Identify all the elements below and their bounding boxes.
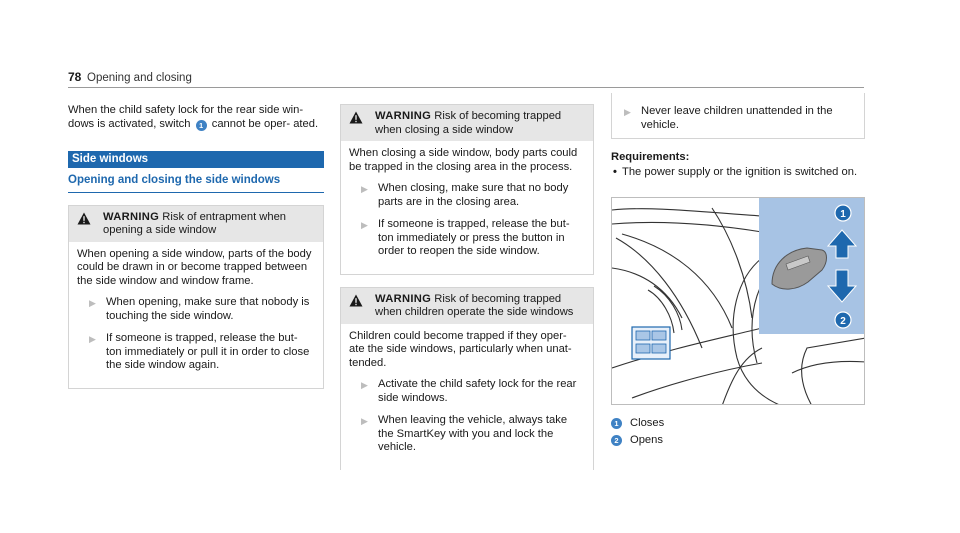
legend-item: 2 Opens (611, 434, 865, 448)
page-header: 78 Opening and closing (68, 68, 864, 88)
warning-title-text: Risk of becoming trapped when closing a … (375, 110, 562, 136)
warning-description: When closing a side window, body parts c… (349, 147, 578, 173)
warning-box-continued: ▶ Never leave children unattended in the… (611, 93, 865, 139)
warning-triangle-icon (349, 111, 363, 124)
bullet-text: Never leave children unattended in the v… (641, 105, 833, 131)
bullet-text: When closing, make sure that no body par… (378, 182, 569, 208)
legend-label: Opens (630, 433, 663, 446)
door-panel-drawing: 1 2 (612, 198, 864, 404)
play-arrow-icon: ▶ (361, 220, 368, 230)
play-arrow-icon: ▶ (89, 298, 96, 308)
figure-callout-2: 2 (840, 316, 846, 327)
play-arrow-icon: ▶ (361, 380, 368, 390)
warning-box-entrapment: WARNING Risk of entrapment when opening … (68, 204, 324, 389)
warning-description: When opening a side window, parts of the… (77, 247, 312, 287)
list-item: ▶ Activate the child safety lock for the… (361, 378, 585, 405)
figure-legend: 1 Closes 2 Opens (611, 417, 865, 450)
legend-label: Closes (630, 417, 665, 429)
play-arrow-icon: ▶ (361, 416, 368, 426)
warning-header: WARNING Risk of becoming trapped when ch… (341, 287, 593, 324)
warning-header: WARNING Risk of entrapment when opening … (69, 205, 323, 242)
list-item: ▶ If someone is trapped, release the but… (361, 218, 585, 259)
warning-label: WARNING (375, 292, 432, 305)
warning-label: WARNING (375, 110, 432, 122)
callout-1: 1 (195, 119, 207, 131)
warning-header: WARNING Risk of becoming trapped when cl… (341, 105, 593, 141)
section-title-bar: Side windows (68, 151, 324, 168)
warning-body: When closing a side window, body parts c… (341, 141, 593, 274)
column-middle: WARNING Risk of becoming trapped when cl… (340, 104, 594, 470)
bullet-dot-icon: • (613, 165, 617, 178)
warning-title: WARNING Risk of becoming trapped when ch… (375, 293, 585, 320)
legend-callout: 2 (611, 434, 622, 446)
warning-triangle-icon (349, 294, 363, 306)
requirement-item: • The power supply or the ignition is sw… (613, 166, 865, 180)
bullet-text: If someone is trapped, release the but- … (378, 218, 570, 257)
bullet-text: Activate the child safety lock for the r… (378, 378, 577, 404)
list-item: ▶ When opening, make sure that nobody is… (89, 296, 315, 323)
intro-paragraph: When the child safety lock for the rear … (68, 104, 324, 131)
warning-title: WARNING Risk of entrapment when opening … (103, 211, 315, 238)
warning-title-text: Risk of entrapment when opening a side w… (103, 210, 287, 237)
list-item: ▶ When closing, make sure that no body p… (361, 182, 585, 209)
page-number: 78 (68, 70, 82, 84)
play-arrow-icon: ▶ (624, 107, 631, 117)
bullet-text: When leaving the vehicle, always take th… (378, 414, 568, 453)
list-item: ▶ If someone is trapped, release the but… (89, 332, 315, 373)
requirements-title: Requirements: (611, 151, 690, 163)
warning-title-text: Risk of becoming trapped when children o… (375, 292, 574, 319)
list-item: ▶ When leaving the vehicle, always take … (361, 414, 585, 455)
legend-item: 1 Closes (611, 417, 865, 431)
warning-box-children: WARNING Risk of becoming trapped when ch… (340, 286, 594, 470)
subheading: Opening and closing the side windows (68, 174, 324, 193)
column-left: When the child safety lock for the rear … (68, 104, 324, 389)
intro-text-after: cannot be oper- ated. (211, 117, 319, 130)
page-section-title: Opening and closing (87, 72, 192, 84)
intro-text-before: When the child safety lock for the rear … (68, 104, 304, 130)
legend-callout: 1 (611, 418, 622, 430)
warning-body: Children could become trapped if they op… (341, 324, 593, 470)
arrow-down-icon (826, 269, 858, 303)
window-switch-illustration: 1 2 (611, 197, 865, 405)
play-arrow-icon: ▶ (361, 184, 368, 194)
play-arrow-icon: ▶ (89, 334, 96, 344)
bullet-text: When opening, make sure that nobody is t… (106, 296, 310, 322)
warning-title: WARNING Risk of becoming trapped when cl… (375, 110, 585, 137)
warning-box-closing: WARNING Risk of becoming trapped when cl… (340, 104, 594, 275)
arrow-up-icon (826, 229, 858, 259)
warning-triangle-icon (77, 212, 91, 224)
warning-description: Children could become trapped if they op… (349, 329, 572, 369)
warning-label: WARNING (103, 210, 160, 223)
bullet-text: If someone is trapped, release the but- … (106, 332, 310, 371)
list-item: ▶ Never leave children unattended in the… (624, 105, 864, 132)
column-right: ▶ Never leave children unattended in the… (611, 93, 865, 179)
requirement-text: The power supply or the ignition is swit… (622, 165, 858, 178)
warning-body: When opening a side window, parts of the… (69, 242, 323, 388)
figure-callout-1: 1 (840, 209, 846, 220)
